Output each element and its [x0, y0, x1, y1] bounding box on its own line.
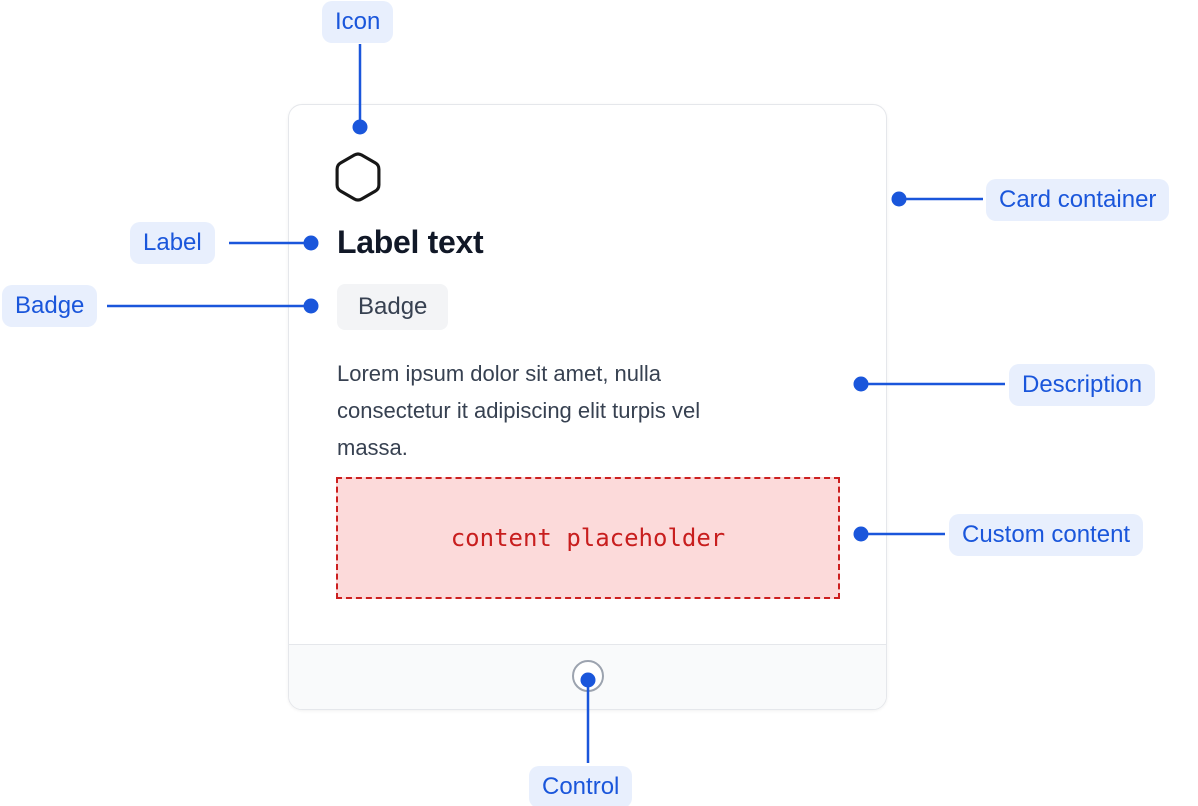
card-label-text: Label text	[337, 224, 484, 260]
card-footer	[289, 644, 886, 709]
annotation-pill-icon: Icon	[322, 1, 394, 43]
annotation-pill-label: Label	[130, 222, 215, 264]
description-line: Lorem ipsum dolor sit amet, nulla	[337, 361, 662, 386]
card-description: Lorem ipsum dolor sit amet, nulla consec…	[337, 355, 700, 466]
annotation-pill-card-container: Card container	[986, 179, 1170, 221]
annotation-pill-description: Description	[1009, 364, 1156, 406]
control-button[interactable]	[571, 660, 604, 692]
annotation-pill-control: Control	[529, 766, 633, 806]
annotation-pill-custom-content: Custom content	[949, 514, 1144, 556]
card-badge: Badge	[337, 284, 449, 330]
custom-content-placeholder: content placeholder	[336, 477, 840, 599]
card-container: Label text Badge Lorem ipsum dolor sit a…	[288, 104, 887, 710]
hexagon-icon	[335, 152, 381, 202]
annotation-pill-badge: Badge	[2, 285, 98, 327]
card-container-connector-dot	[891, 191, 907, 207]
description-line: massa.	[337, 435, 408, 460]
description-line: consectetur it adipiscing elit turpis ve…	[337, 398, 701, 423]
